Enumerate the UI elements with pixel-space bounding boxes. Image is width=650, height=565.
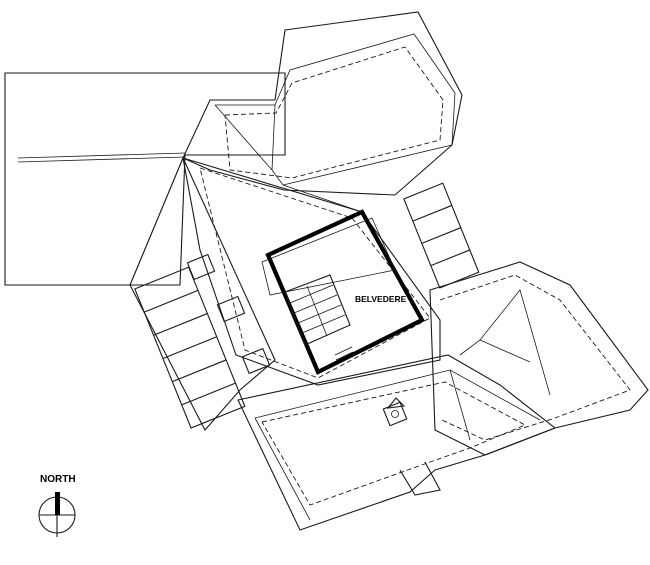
solar-panels-west [134,266,246,429]
north-arrow: NORTH [38,474,76,537]
north-east-wing-roof [182,11,463,196]
belvedere [261,209,425,375]
north-arrow-pointer [55,492,60,515]
belvedere-label: BELVEDERE [355,294,407,304]
cupola [382,397,408,427]
north-label: NORTH [40,474,76,485]
skylight [241,347,271,375]
solar-panels-east [403,182,480,289]
south-wing-roof [237,354,557,531]
stair [284,274,351,346]
skylight [216,295,246,323]
east-wing-roof [429,261,649,456]
central-roof [182,157,441,386]
west-hip-roof [129,156,276,431]
